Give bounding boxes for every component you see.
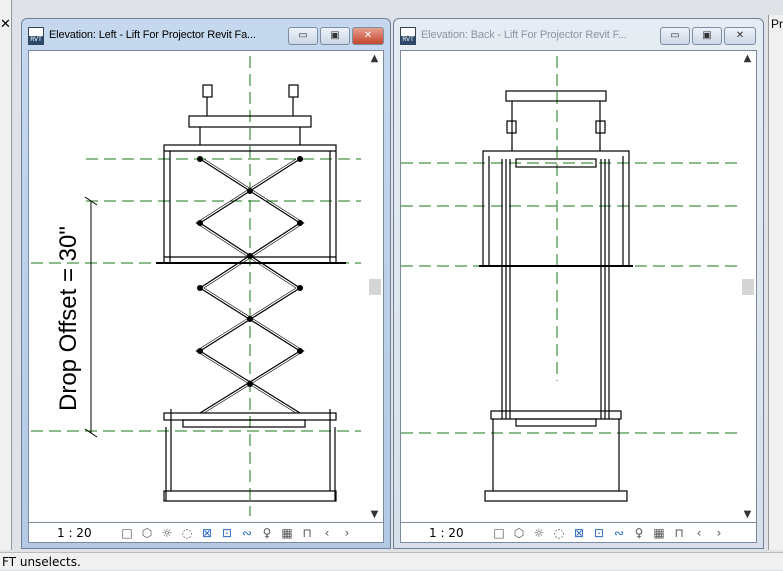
panel-close-button[interactable]: ✕ bbox=[0, 17, 11, 32]
close-button[interactable]: ✕ bbox=[352, 27, 384, 45]
crop-view-icon[interactable]: ⊠ bbox=[573, 525, 585, 540]
detail-level-icon[interactable]: □ bbox=[493, 525, 505, 540]
rvt-file-icon: RVT bbox=[400, 27, 416, 45]
constraints-icon[interactable]: ⊓ bbox=[302, 525, 312, 540]
properties-panel-label: Pr bbox=[771, 17, 783, 31]
detail-level-icon[interactable]: □ bbox=[121, 525, 133, 540]
reveal-hidden-icon[interactable]: ♀ bbox=[262, 525, 272, 540]
show-crop-icon[interactable]: ⊡ bbox=[221, 525, 233, 540]
window-title: Elevation: Back - Lift For Projector Rev… bbox=[421, 29, 627, 41]
properties-panel: Pr bbox=[768, 15, 783, 550]
lift-assembly bbox=[479, 90, 633, 502]
next-icon[interactable]: › bbox=[716, 525, 722, 540]
sun-path-icon[interactable]: ☼ bbox=[533, 525, 545, 540]
left-panel bbox=[0, 0, 12, 550]
restore-button[interactable]: ▣ bbox=[692, 27, 722, 45]
previous-icon[interactable]: ‹ bbox=[324, 525, 330, 540]
view-scale[interactable]: 1 : 20 bbox=[429, 525, 464, 540]
minimize-button[interactable]: ▭ bbox=[288, 27, 318, 45]
show-crop-icon[interactable]: ⊡ bbox=[593, 525, 605, 540]
view-scale[interactable]: 1 : 20 bbox=[57, 525, 92, 540]
dimension-line bbox=[84, 196, 98, 438]
view-control-bar: 1 : 20 □ ⬡ ☼ ◌ ⊠ ⊡ ∾ ♀ ▦ ⊓ ‹ › bbox=[400, 523, 757, 543]
lift-assembly bbox=[156, 84, 346, 502]
vertical-scrollbar[interactable]: ▲▼ bbox=[366, 51, 383, 522]
temporary-hide-icon[interactable]: ∾ bbox=[241, 525, 253, 540]
pivot-pins bbox=[197, 156, 303, 387]
crop-view-icon[interactable]: ⊠ bbox=[201, 525, 213, 540]
left-elevation-drawing: Drop Offset = 30" bbox=[31, 56, 361, 516]
close-button[interactable]: ✕ bbox=[724, 27, 756, 45]
status-bar: FT unselects. bbox=[0, 552, 783, 570]
restore-button[interactable]: ▣ bbox=[320, 27, 350, 45]
rvt-file-icon: RVT bbox=[28, 27, 44, 45]
reveal-hidden-icon[interactable]: ♀ bbox=[634, 525, 644, 540]
constraints-icon[interactable]: ⊓ bbox=[674, 525, 684, 540]
visual-style-icon[interactable]: ⬡ bbox=[141, 525, 153, 540]
previous-icon[interactable]: ‹ bbox=[696, 525, 702, 540]
shadows-icon[interactable]: ◌ bbox=[181, 525, 193, 540]
vertical-scrollbar[interactable]: ▲▼ bbox=[739, 51, 756, 522]
shadows-icon[interactable]: ◌ bbox=[553, 525, 565, 540]
reference-planes bbox=[401, 56, 741, 434]
next-icon[interactable]: › bbox=[344, 525, 350, 540]
view-window-left-elevation[interactable]: RVT Elevation: Left - Lift For Projector… bbox=[21, 18, 391, 549]
analytical-model-icon[interactable]: ▦ bbox=[653, 525, 665, 540]
analytical-model-icon[interactable]: ▦ bbox=[281, 525, 293, 540]
window-title: Elevation: Left - Lift For Projector Rev… bbox=[49, 29, 256, 41]
view-control-bar: 1 : 20 □ ⬡ ☼ ◌ ⊠ ⊡ ∾ ♀ ▦ ⊓ ‹ › bbox=[28, 523, 384, 543]
drawing-canvas[interactable]: Drop Offset = 30" ▲▼ bbox=[28, 50, 384, 523]
top-area bbox=[0, 0, 783, 16]
sun-path-icon[interactable]: ☼ bbox=[161, 525, 173, 540]
drawing-canvas[interactable]: ▲▼ bbox=[400, 50, 757, 523]
view-window-back-elevation[interactable]: RVT Elevation: Back - Lift For Projector… bbox=[393, 18, 764, 549]
visual-style-icon[interactable]: ⬡ bbox=[513, 525, 525, 540]
drop-offset-label: Drop Offset = 30" bbox=[55, 226, 82, 411]
back-elevation-drawing bbox=[401, 56, 741, 502]
minimize-button[interactable]: ▭ bbox=[660, 27, 690, 45]
temporary-hide-icon[interactable]: ∾ bbox=[613, 525, 625, 540]
